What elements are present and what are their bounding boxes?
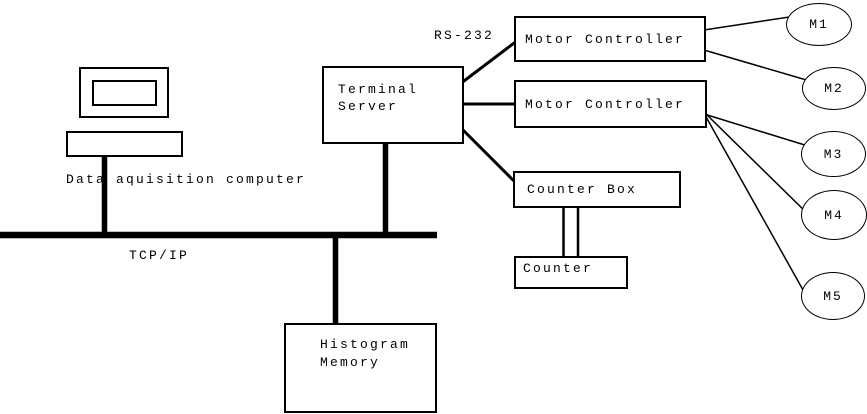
motor-m3-ellipse: M3 [801, 131, 866, 177]
mc-bottom-to-m4-line [704, 112, 813, 219]
counter-box-label: Counter Box [527, 182, 638, 197]
histogram-memory-label-line2: Memory [320, 355, 381, 370]
histogram-memory-box: Histogram Memory [284, 323, 437, 413]
motor-controller-bottom-label: Motor Controller [525, 96, 686, 112]
keyboard-icon [66, 131, 183, 157]
rs232-label: RS-232 [434, 28, 495, 43]
motor-m4-ellipse: M4 [801, 190, 867, 240]
terminal-server-label-line1: Terminal [338, 82, 419, 97]
monitor-screen-icon [92, 80, 157, 106]
data-acquisition-computer-label: Data aquisition computer [66, 172, 307, 187]
motor-controller-bottom-box: Motor Controller [514, 80, 707, 128]
motor-m4-label: M4 [824, 207, 844, 223]
ts-to-counter-box-line [458, 125, 520, 187]
motor-m5-label: M5 [823, 288, 843, 304]
motor-controller-top-box: Motor Controller [514, 16, 706, 62]
motor-m5-ellipse: M5 [801, 272, 865, 320]
motor-m3-label: M3 [823, 146, 844, 162]
mc-bottom-to-m5-line [704, 114, 813, 307]
mc-top-to-m2-line [703, 49, 821, 85]
motor-m2-ellipse: M2 [802, 67, 866, 110]
counter-box: Counter [514, 256, 628, 289]
tcpip-label: TCP/IP [129, 248, 190, 263]
counter-label: Counter [523, 261, 594, 276]
terminal-server-box: Terminal Server [322, 66, 464, 144]
motor-m2-label: M2 [824, 81, 844, 96]
mc-top-to-m1-line [703, 15, 797, 31]
histogram-memory-label-line1: Histogram [320, 337, 411, 352]
counter-box-box: Counter Box [513, 171, 681, 208]
terminal-server-label-line2: Server [338, 99, 399, 114]
motor-controller-top-label: Motor Controller [525, 31, 686, 47]
ts-to-motor-controller-top-line [459, 38, 519, 86]
motor-m1-label: M1 [809, 17, 829, 32]
motor-m1-ellipse: M1 [786, 3, 852, 46]
